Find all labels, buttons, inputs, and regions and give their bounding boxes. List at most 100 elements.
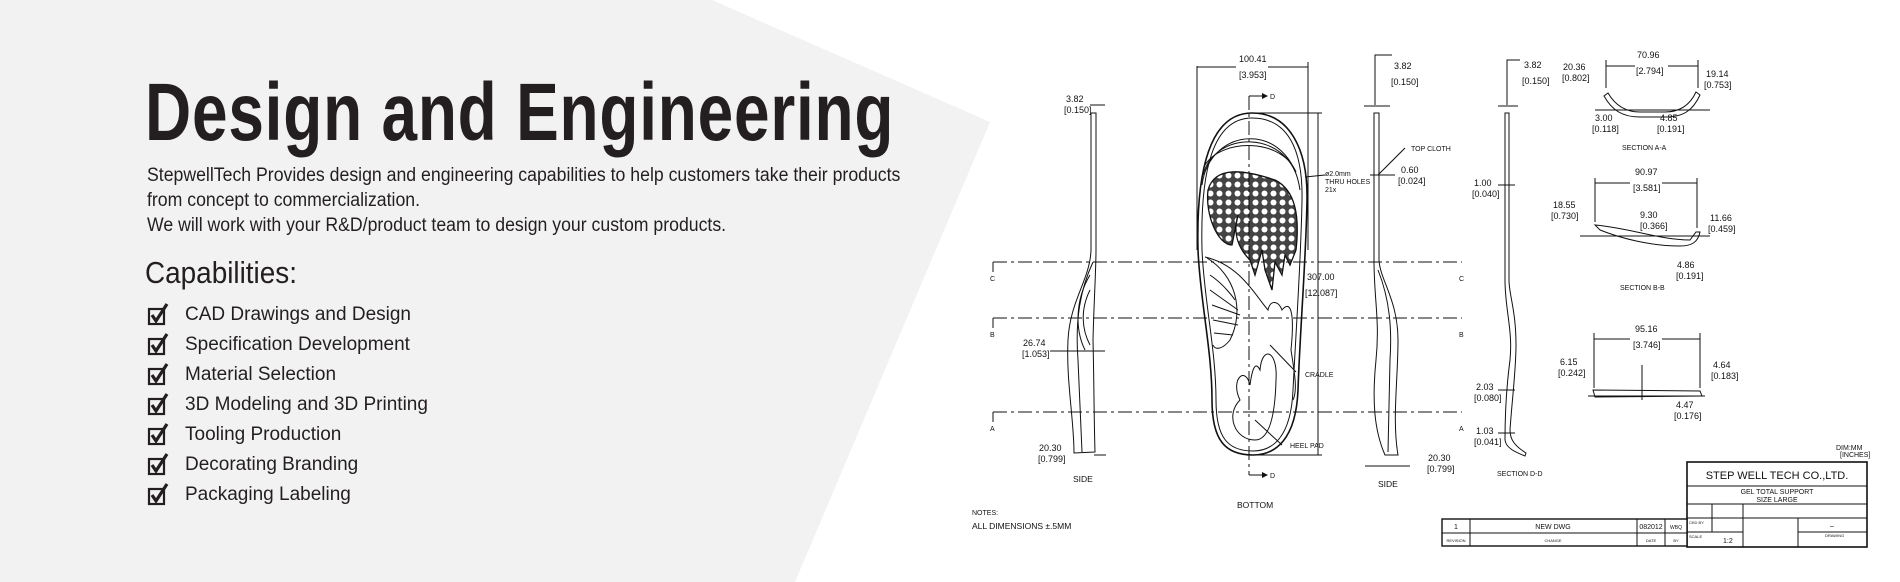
capability-label: Decorating Branding <box>185 454 359 475</box>
dimension-label: 100.41 <box>1239 54 1267 64</box>
dimension-label: [2.794] <box>1636 66 1664 76</box>
dimension-label: 1.03 <box>1476 426 1494 436</box>
units-label: DIM:MM <box>1836 445 1863 452</box>
dimension-label: 20.36 <box>1563 62 1586 72</box>
checked-box-icon <box>147 363 169 386</box>
dimension-label: 11.66 <box>1710 213 1732 223</box>
view-label: SIDE <box>1378 479 1398 489</box>
dimension-label: 2.03 <box>1476 382 1494 392</box>
dimension-label: 4.47 <box>1676 400 1694 410</box>
dimension-label: [0.366] <box>1640 221 1668 231</box>
section-mark-c: C <box>990 276 995 283</box>
page-title: Design and Engineering <box>145 67 895 158</box>
units-label: [INCHES] <box>1840 452 1870 459</box>
dimension-label: 90.97 <box>1635 167 1658 177</box>
dimension-label: [0.150] <box>1064 105 1092 115</box>
dimension-label: 4.85 <box>1660 113 1678 123</box>
dimension-label: D <box>1270 94 1275 101</box>
dimension-label: WBQ <box>1670 525 1682 531</box>
dimension-label: [0.024] <box>1398 176 1426 186</box>
dimension-label: [0.183] <box>1711 371 1739 381</box>
dimension-label: [0.191] <box>1676 271 1704 281</box>
view-label: SECTION B-B <box>1620 285 1665 292</box>
dimension-label: [3.746] <box>1633 340 1661 350</box>
dimension-label: THRU HOLES <box>1325 179 1370 186</box>
dimension-label: – <box>1830 523 1834 530</box>
dimension-label: [0.242] <box>1558 368 1586 378</box>
intro-text: StepwellTech Provides design and enginee… <box>147 163 919 238</box>
list-item: Material Selection <box>147 360 428 390</box>
dimension-label: CRADLE <box>1305 372 1334 379</box>
section-b-b: 90.97 [3.581] 18.55 [0.730] 9.30 [0.366]… <box>1551 167 1736 292</box>
dimension-label: [0.799] <box>1427 464 1455 474</box>
dimension-label: D <box>1270 473 1275 480</box>
dimension-label: SIZE LARGE <box>1756 497 1798 504</box>
section-d-d: 3.82 [0.150] 1.00 [0.040] 2.03 [0.080] 1… <box>1472 59 1550 478</box>
checked-box-icon <box>147 393 169 416</box>
section-c-c: 95.16 [3.746] 6.15 [0.242] 4.64 [0.183] … <box>1558 324 1739 421</box>
checked-box-icon <box>147 333 169 356</box>
dimension-label: BY <box>1673 538 1679 543</box>
dimension-label: 6.15 <box>1560 357 1578 367</box>
capability-label: 3D Modeling and 3D Printing <box>185 394 428 415</box>
dimension-label: ø2.0mm <box>1325 171 1351 178</box>
dimension-label: TOP CLOTH <box>1411 146 1451 153</box>
section-lines: C B A C B A <box>990 261 1464 433</box>
dimension-label: CKD BY <box>1689 520 1704 525</box>
list-item: Tooling Production <box>147 420 428 450</box>
dimension-label: [0.730] <box>1551 211 1579 221</box>
checked-box-icon <box>147 453 169 476</box>
side-view-right: 3.82 [0.150] TOP CLOTH 0.60 [0.024] 20.3… <box>1364 54 1455 489</box>
dimension-label: 21x <box>1325 187 1337 194</box>
side-view-left: 3.82 [0.150] 26.74 [1.053] 20.30 [0.799]… <box>1022 94 1106 484</box>
dimension-label: 3.82 <box>1066 94 1084 104</box>
capabilities-heading: Capabilities: <box>145 255 297 290</box>
list-item: 3D Modeling and 3D Printing <box>147 390 428 420</box>
dimension-label: SCALE <box>1689 534 1702 539</box>
capability-label: Material Selection <box>185 364 337 385</box>
capability-label: Packaging Labeling <box>185 484 351 505</box>
dimension-label: HEEL PAD <box>1290 443 1324 450</box>
dimension-label: [0.118] <box>1592 124 1619 134</box>
dimension-label: REVISION <box>1446 538 1465 543</box>
dimension-label: GEL TOTAL SUPPORT <box>1741 489 1815 496</box>
intro-line: We will work with your R&D/product team … <box>147 215 727 236</box>
capability-label: CAD Drawings and Design <box>185 304 411 325</box>
dimension-label: 20.30 <box>1039 443 1062 453</box>
dimension-label: 20.30 <box>1428 453 1451 463</box>
dimension-label: 95.16 <box>1635 324 1658 334</box>
view-label: SIDE <box>1073 474 1093 484</box>
dimension-label: 18.55 <box>1553 200 1576 210</box>
view-label: SECTION A-A <box>1622 145 1667 152</box>
dimension-label: [0.150] <box>1522 76 1550 86</box>
list-item: CAD Drawings and Design <box>147 300 428 330</box>
dimension-label: 1.00 <box>1474 178 1492 188</box>
dimension-label: [3.581] <box>1633 183 1661 193</box>
checked-box-icon <box>147 483 169 506</box>
section-mark-b: B <box>990 332 995 339</box>
dimension-label: [0.041] <box>1474 437 1502 447</box>
dimension-label: [0.080] <box>1474 393 1502 403</box>
section-mark-c: C <box>1459 276 1464 283</box>
dimension-label: 1:2 <box>1723 538 1733 545</box>
dimension-label: [0.753] <box>1704 80 1732 90</box>
section-mark-a: A <box>1459 426 1464 433</box>
dimension-label: 26.74 <box>1023 338 1046 348</box>
dimension-label: 3.82 <box>1524 60 1542 70</box>
gray-panel <box>0 0 990 582</box>
capability-label: Tooling Production <box>185 424 342 445</box>
section-mark-a: A <box>990 426 995 433</box>
dimension-label: [0.176] <box>1674 411 1702 421</box>
view-label: SECTION D-D <box>1497 471 1543 478</box>
dimension-label: [1.053] <box>1022 349 1050 359</box>
list-item: Packaging Labeling <box>147 480 428 510</box>
capability-label: Specification Development <box>185 334 410 355</box>
dimension-label: 9.30 <box>1640 210 1658 220</box>
dimension-label: 0.60 <box>1401 165 1419 175</box>
dimension-label: 3.00 <box>1595 113 1613 123</box>
title-block: STEP WELL TECH CO.,LTD. GEL TOTAL SUPPOR… <box>1686 461 1868 548</box>
dimension-label: NEW DWG <box>1535 524 1570 531</box>
dimension-label: 19.14 <box>1706 69 1729 79</box>
